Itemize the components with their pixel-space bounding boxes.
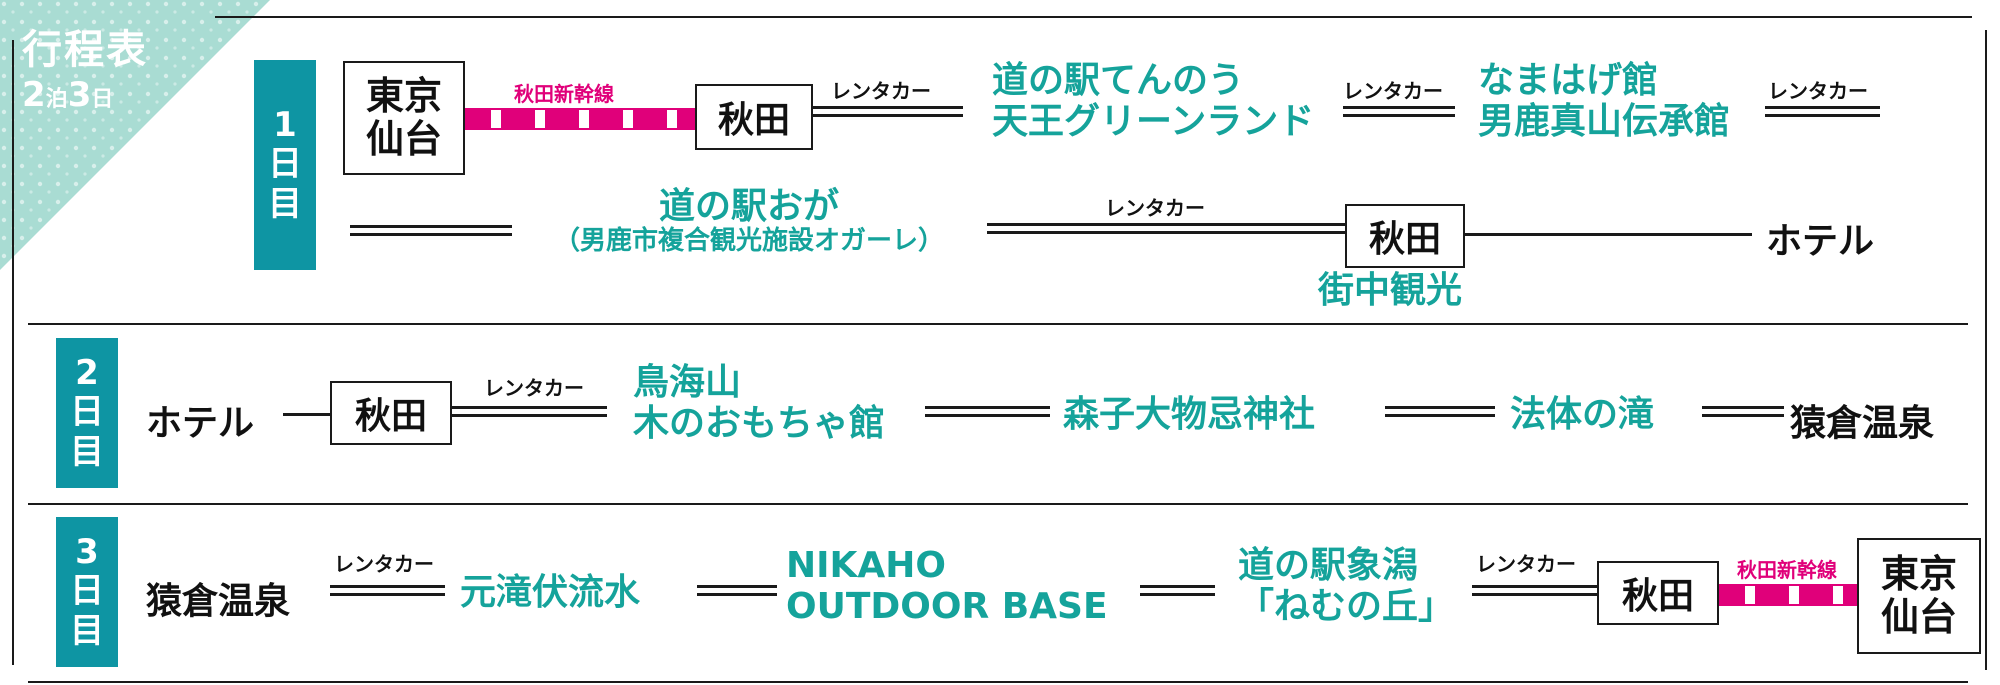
day2-stop-shrine: 森子大物忌神社: [1063, 394, 1316, 435]
day3-road-1: [330, 585, 445, 596]
day3-shinkansen-label: 秋田新幹線: [1737, 558, 1837, 582]
day1-stop-namahage: なまはげ館 男鹿真山伝承館: [1478, 60, 1731, 143]
day1-end-hotel: ホテル: [1766, 221, 1875, 262]
day2-start-hotel: ホテル: [146, 403, 255, 444]
corner-triangle-badge: [0, 0, 270, 270]
day2-label: 2 日 目: [56, 338, 118, 488]
day2-road-3: [1385, 406, 1495, 417]
day3-road-4: [1472, 585, 1597, 596]
day2-stop-falls: 法体の滝: [1510, 394, 1655, 435]
day3-shinkansen-track: [1719, 584, 1857, 606]
day2-stop-chokai: 鳥海山 木のおもちゃ館: [633, 362, 886, 445]
day3-road-3: [1140, 585, 1215, 596]
day3-stop-kisakata: 道の駅象潟 「ねむの丘」: [1238, 545, 1455, 628]
day1-road-4: [350, 225, 512, 236]
day1-rental-car-label-2: レンタカー: [1343, 79, 1443, 103]
day1-start-box: 東京 仙台: [343, 61, 465, 175]
day3-rental-car-label-2: レンタカー: [1476, 552, 1576, 576]
day2-road-2: [925, 406, 1050, 417]
day1-shinkansen-label: 秋田新幹線: [514, 82, 614, 106]
day3-rental-car-label-1: レンタカー: [334, 552, 434, 576]
day1-rental-car-label-3: レンタカー: [1768, 79, 1868, 103]
day2-akita-box: 秋田: [330, 381, 452, 445]
day3-stop-mototaki: 元滝伏流水: [460, 572, 641, 613]
day1-road-6: [1465, 233, 1752, 236]
day1-akita-box: 秋田: [695, 84, 813, 150]
day3-akita-box: 秋田: [1597, 561, 1719, 625]
frame-right-line: [1985, 30, 1987, 670]
day3-label: 3 日 目: [56, 517, 118, 667]
day2-rental-car-label: レンタカー: [484, 376, 584, 400]
itinerary-title: 行程表: [22, 27, 148, 73]
itinerary-badge: 行程表 2泊3日: [22, 30, 148, 112]
frame-bottom-line: [28, 681, 1968, 683]
day1-road-5: [987, 223, 1345, 234]
day1-sightseeing: 街中観光: [1318, 270, 1463, 311]
divider-day1-day2: [28, 323, 1968, 325]
day3-stop-nikaho: NIKAHO OUTDOOR BASE: [786, 545, 1108, 628]
day3-end-box: 東京 仙台: [1857, 538, 1981, 654]
day1-akita-box-2: 秋田: [1345, 204, 1465, 268]
day3-start-onsen: 猿倉温泉: [146, 581, 291, 622]
day3-road-2: [697, 585, 777, 596]
day1-stop-oga: 道の駅おが （男鹿市複合観光施設オガーレ）: [553, 186, 944, 257]
day1-rental-car-label-4: レンタカー: [1105, 196, 1205, 220]
day1-road-3: [1765, 106, 1880, 117]
frame-top-line: [215, 16, 1972, 18]
day1-shinkansen-track: [465, 108, 695, 130]
day1-stop-tenno: 道の駅てんのう 天王グリーンランド: [992, 60, 1315, 143]
day2-road-1: [452, 406, 607, 417]
frame-left-line: [12, 40, 14, 665]
itinerary-duration: 2泊3日: [22, 75, 114, 115]
day1-rental-car-label-1: レンタカー: [831, 79, 931, 103]
day2-road-4: [1702, 406, 1784, 417]
day1-road-1: [813, 106, 963, 117]
divider-day2-day3: [28, 503, 1968, 505]
day1-road-2: [1343, 106, 1455, 117]
day1-label: 1 日 目: [254, 60, 316, 270]
day2-road-0: [283, 413, 330, 416]
day2-end-onsen: 猿倉温泉: [1790, 403, 1935, 444]
